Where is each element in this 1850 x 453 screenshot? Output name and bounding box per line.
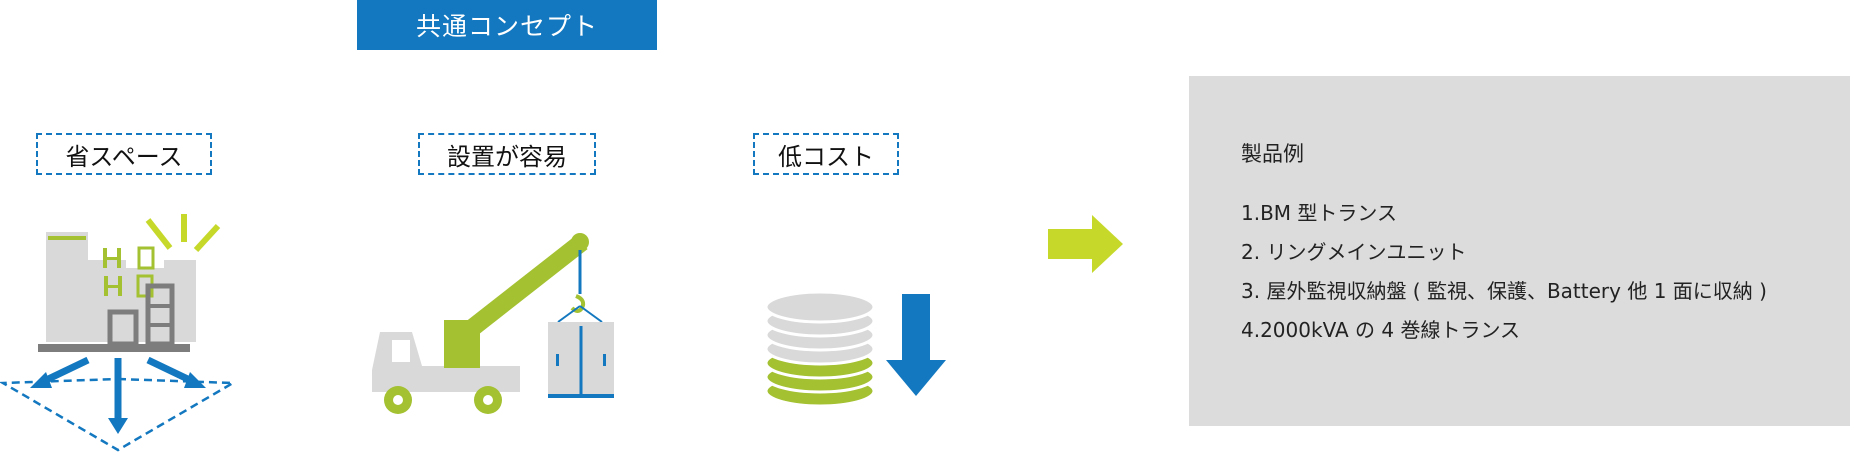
list-item: 1.BM 型トランス [1241, 201, 1398, 225]
concept-banner: 共通コンセプト [357, 0, 657, 50]
concept-label-low-cost: 低コスト [753, 133, 899, 175]
concept-label-text: 低コスト [778, 142, 874, 171]
product-examples-list: 1.BM 型トランス 2. リングメインユニット 3. 屋外監視収納盤 ( 監視… [1241, 194, 1767, 350]
concept-label-space-saving: 省スペース [36, 133, 212, 175]
concept-label-easy-install: 設置が容易 [418, 133, 596, 175]
list-item: 3. 屋外監視収納盤 ( 監視、保護、Battery 他 1 面に収納 ) [1241, 279, 1767, 303]
concept-label-text: 設置が容易 [447, 142, 567, 171]
product-examples-panel: 製品例 1.BM 型トランス 2. リングメインユニット 3. 屋外監視収納盤 … [1189, 76, 1850, 426]
concept-label-text: 省スペース [65, 142, 183, 171]
product-examples-title: 製品例 [1241, 142, 1304, 166]
concept-banner-title: 共通コンセプト [415, 12, 598, 41]
list-item: 2. リングメインユニット [1241, 240, 1467, 264]
list-item: 4.2000kVA の 4 巻線トランス [1241, 318, 1521, 342]
